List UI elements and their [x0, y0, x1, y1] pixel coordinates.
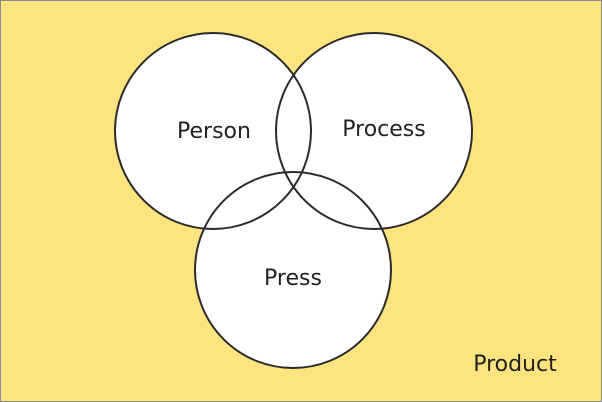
circle-person	[114, 32, 312, 230]
label-person: Person	[177, 119, 251, 144]
label-product: Product	[473, 352, 557, 377]
circle-press-fill	[195, 172, 391, 368]
circle-fills	[115, 33, 472, 368]
label-press: Press	[264, 266, 322, 291]
circle-outlines	[114, 32, 473, 369]
circle-process	[275, 32, 473, 230]
circle-press	[194, 171, 392, 369]
label-process: Process	[342, 117, 425, 142]
